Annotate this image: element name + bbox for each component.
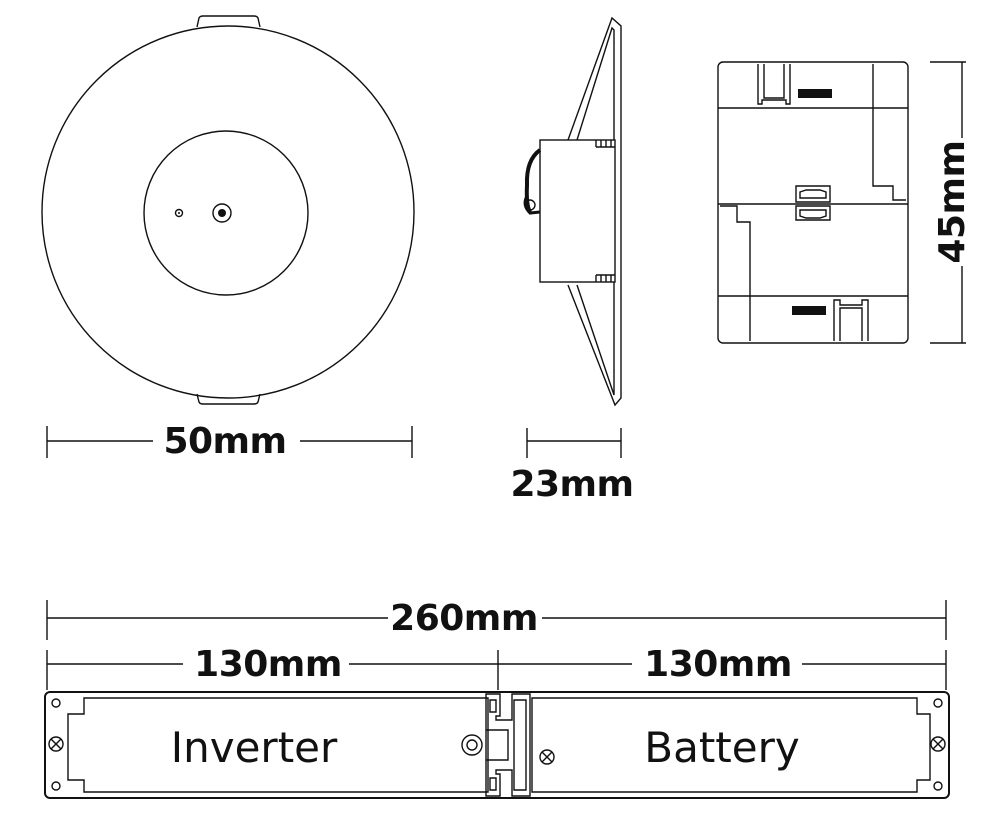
front-sensor-dot xyxy=(218,209,226,217)
front-view xyxy=(41,15,415,405)
left-screw-icon xyxy=(48,736,64,752)
battery-screw-icon xyxy=(539,749,555,765)
front-bottom-tab xyxy=(196,393,261,405)
back-height-label: 45mm xyxy=(932,140,973,263)
inverter-label: Inverter xyxy=(171,723,338,772)
side-body xyxy=(539,139,616,283)
strip-left-label: 130mm xyxy=(194,644,342,685)
back-clip-top xyxy=(757,64,791,105)
back-slot-bottom xyxy=(792,306,826,315)
strip-half-dimensions: 130mm 130mm xyxy=(46,644,947,690)
side-depth-dimension: 23mm xyxy=(510,428,634,505)
battery-label: Battery xyxy=(644,723,799,772)
front-top-tab xyxy=(196,15,261,28)
side-view xyxy=(523,16,622,407)
front-inner-lens xyxy=(143,130,309,296)
back-center-connector xyxy=(795,185,831,221)
battery-panel xyxy=(531,697,931,793)
strip-total-label: 260mm xyxy=(390,598,538,639)
strip-view: Inverter Battery xyxy=(44,691,950,799)
strip-total-dimension: 260mm xyxy=(46,598,947,640)
side-cable xyxy=(524,148,542,213)
back-view xyxy=(717,61,909,344)
front-outer-rim xyxy=(41,25,415,399)
right-screw-icon xyxy=(930,736,946,752)
front-sensor-ring xyxy=(212,203,232,223)
back-height-dimension: 45mm xyxy=(930,61,973,344)
front-indicator-led xyxy=(174,208,184,218)
back-clip-bottom xyxy=(833,299,869,341)
front-width-dimension: 50mm xyxy=(46,421,413,462)
strip-right-label: 130mm xyxy=(644,644,792,685)
back-housing xyxy=(717,61,909,344)
strip-center-connector xyxy=(461,693,531,797)
strip-housing xyxy=(44,691,950,799)
side-depth-label: 23mm xyxy=(510,464,633,505)
side-flange xyxy=(567,16,622,407)
front-width-label: 50mm xyxy=(163,421,286,462)
back-slot-top xyxy=(798,89,832,98)
